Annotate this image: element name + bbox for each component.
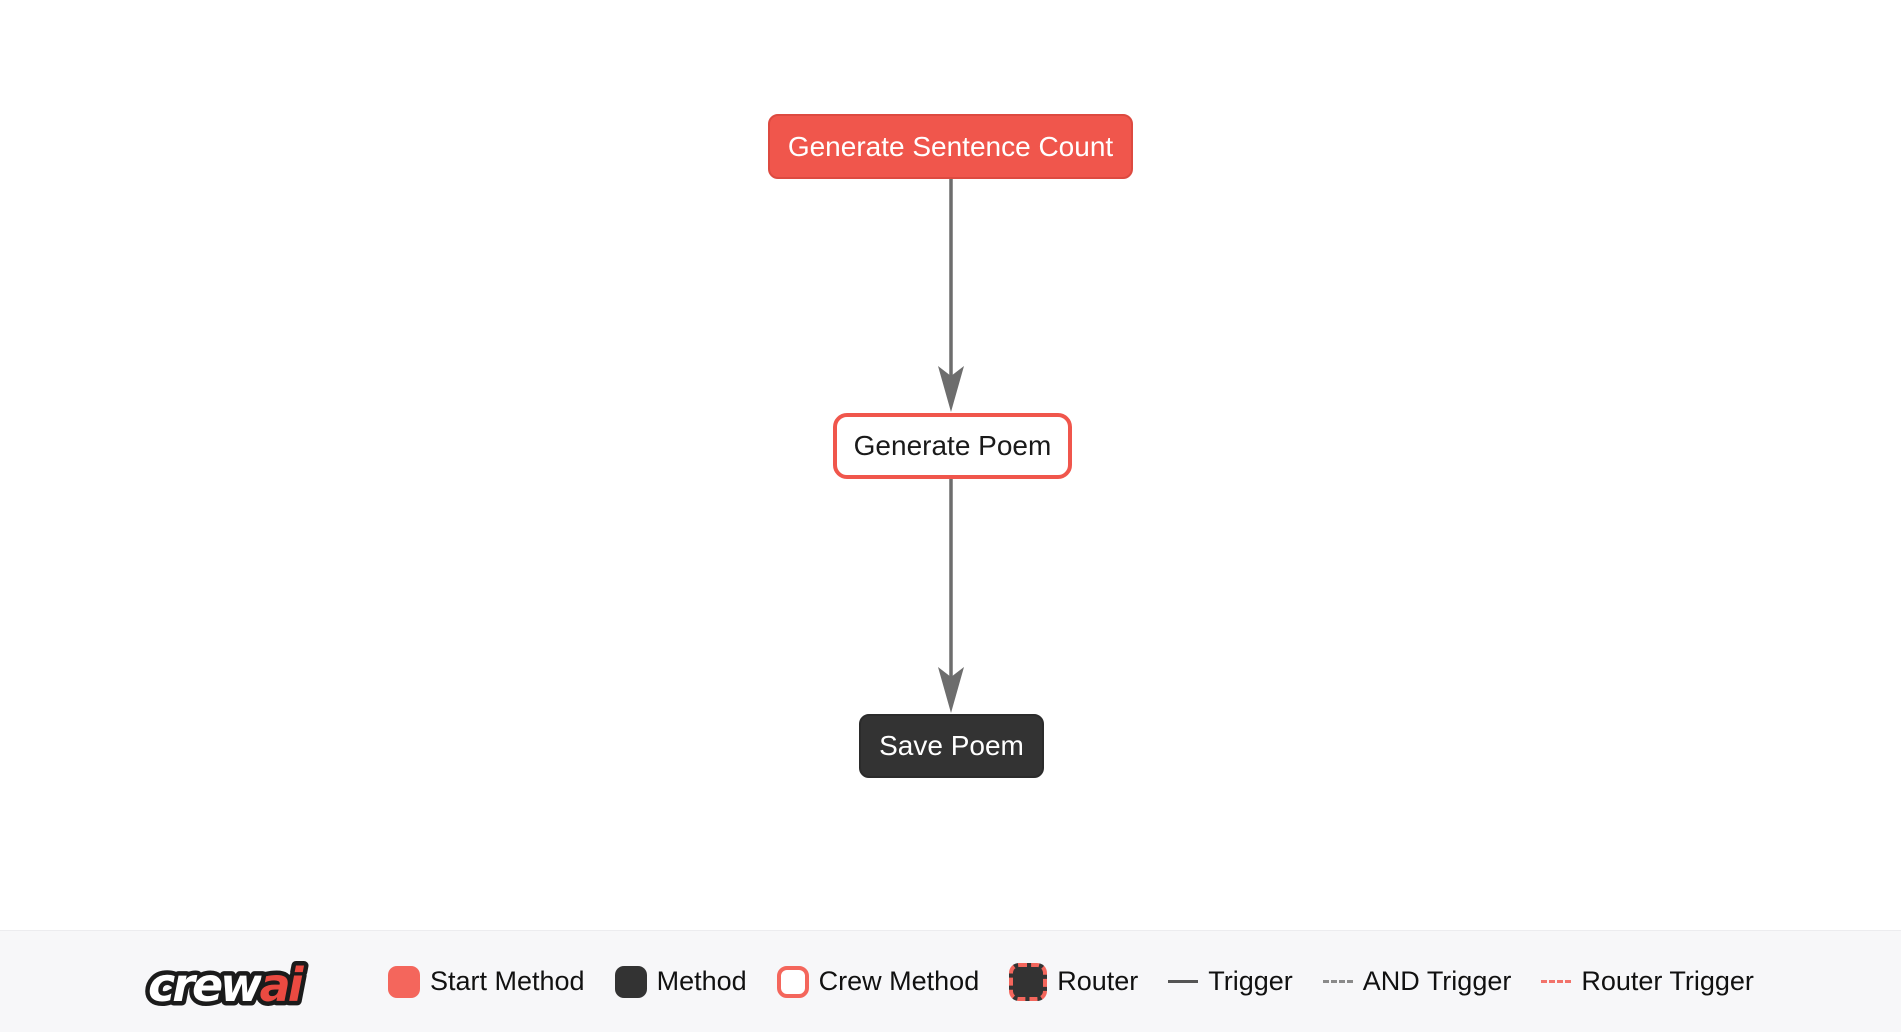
legend-item-router-trigger: Router Trigger xyxy=(1541,966,1754,997)
crewai-logo: crewai xyxy=(144,953,313,1016)
svg-text:crewai: crewai xyxy=(148,958,305,1012)
legend-label: Router Trigger xyxy=(1581,966,1754,996)
trigger-line-icon xyxy=(1168,980,1199,983)
legend-label: Start Method xyxy=(430,966,585,996)
legend-bar: crewai Start Method Method Crew Method R… xyxy=(0,930,1901,1032)
flow-canvas[interactable]: Generate Sentence Count Generate Poem Sa… xyxy=(0,0,1901,930)
legend-item-and-trigger: AND Trigger xyxy=(1322,966,1512,997)
node-generate-sentence-count[interactable]: Generate Sentence Count xyxy=(768,114,1133,179)
arrowhead-icon xyxy=(938,366,964,412)
node-label: Save Poem xyxy=(879,730,1024,761)
legend-items: Start Method Method Crew Method Router T… xyxy=(388,962,1754,1001)
legend-item-trigger: Trigger xyxy=(1168,966,1293,997)
trigger-edge xyxy=(938,179,964,412)
node-generate-poem[interactable]: Generate Poem xyxy=(833,413,1072,479)
legend-item-router: Router xyxy=(1009,962,1139,1001)
and-trigger-line-icon xyxy=(1322,980,1353,983)
legend-label: Router xyxy=(1057,966,1139,996)
trigger-edge xyxy=(938,479,964,713)
node-save-poem[interactable]: Save Poem xyxy=(859,714,1044,778)
crew-method-swatch-icon xyxy=(776,965,809,998)
router-trigger-line-icon xyxy=(1541,980,1572,983)
legend-item-crew-method: Crew Method xyxy=(776,965,980,998)
method-swatch-icon xyxy=(614,965,647,998)
legend-item-method: Method xyxy=(614,965,747,998)
legend-label: Crew Method xyxy=(818,966,980,996)
node-label: Generate Sentence Count xyxy=(787,130,1114,162)
legend-item-start-method: Start Method xyxy=(388,965,585,998)
router-swatch-icon xyxy=(1009,962,1048,1001)
legend-label: Method xyxy=(656,966,747,996)
node-label: Generate Poem xyxy=(853,430,1052,461)
start-method-swatch-icon xyxy=(388,965,420,998)
legend-label: AND Trigger xyxy=(1362,966,1512,996)
arrowhead-icon xyxy=(938,667,964,713)
legend-label: Trigger xyxy=(1208,966,1293,996)
